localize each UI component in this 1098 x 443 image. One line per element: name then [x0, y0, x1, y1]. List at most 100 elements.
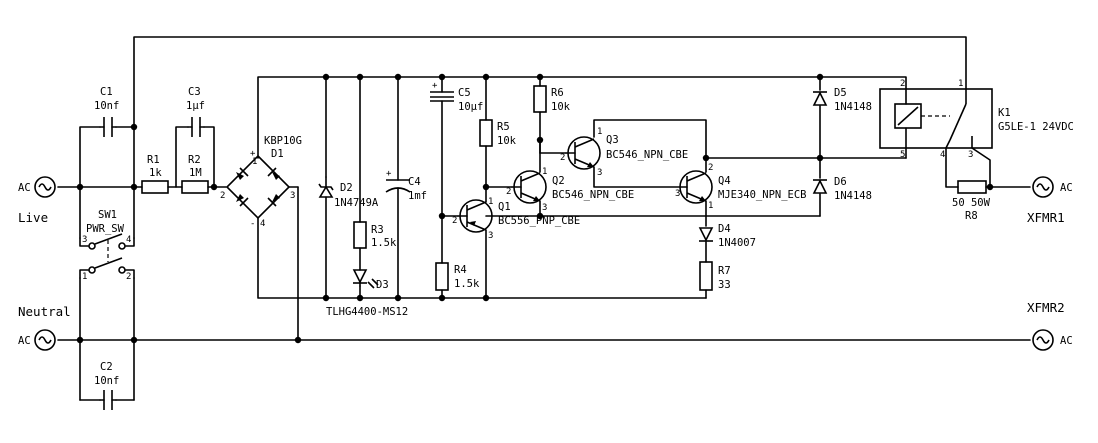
sw1-pin-1: 1 [82, 272, 87, 282]
led-d3: D3 TLHG4400-MS12 [326, 269, 408, 318]
r8-value: 50 50W [952, 197, 991, 209]
connector-xfmr1-label: AC [1060, 182, 1073, 194]
r6-ref: R6 [551, 87, 564, 99]
resistor-r2: R2 1M [181, 154, 209, 194]
q2-pin-3: 3 [542, 203, 547, 213]
c4-ref: C4 [408, 176, 421, 188]
junctions [76, 73, 994, 344]
diode-d4: D4 1N4007 [698, 223, 756, 249]
bridge-rectifier-d1: KBP10G D1 + 2 3 - 4 1 [220, 135, 302, 229]
net-label-live: Live [18, 210, 48, 225]
sw1-value: PWR_SW [86, 223, 125, 235]
d5-ref: D5 [834, 87, 847, 99]
transistor-q4: Q4 MJE340_NPN_ECB 1 2 3 [675, 163, 807, 211]
k1-pin-5: 5 [900, 150, 905, 160]
d2-value: 1N4749A [334, 197, 379, 209]
d1-pin-minus: - [250, 219, 255, 229]
r4-value: 1.5k [454, 278, 480, 290]
d1-pin-1: 1 [252, 157, 257, 167]
c5-ref: C5 [458, 87, 471, 99]
connector-live: AC [18, 176, 56, 198]
k1-pin-1: 1 [958, 79, 963, 89]
connector-xfmr1: AC [1032, 176, 1073, 198]
c4-plus: + [386, 169, 392, 179]
c1-ref: C1 [100, 86, 113, 98]
q2-pin-2: 2 [506, 187, 511, 197]
capacitor-c4: + C4 1mf [385, 169, 427, 202]
resistor-r1: R1 1k [141, 154, 169, 194]
diode-d6: D6 1N4148 [812, 176, 872, 202]
r5-ref: R5 [497, 121, 510, 133]
q4-pin-1: 1 [708, 201, 713, 211]
r7-ref: R7 [718, 265, 731, 277]
r7-value: 33 [718, 279, 731, 291]
q4-pin-3: 3 [675, 189, 680, 199]
r2-ref: R2 [188, 154, 201, 166]
transistor-q3: Q3 BC546_NPN_CBE 1 2 3 [560, 127, 688, 178]
d6-value: 1N4148 [834, 190, 872, 202]
k1-pin-4: 4 [940, 150, 945, 160]
q3-ref: Q3 [606, 134, 619, 146]
q4-pin-2: 2 [708, 163, 713, 173]
k1-value: G5LE-1 24VDC [998, 121, 1074, 133]
sw1-pin-3: 3 [82, 235, 87, 245]
k1-ref: K1 [998, 107, 1011, 119]
d2-ref: D2 [340, 182, 353, 194]
q1-pin-1: 1 [488, 197, 493, 207]
net-label-xfmr1: XFMR1 [1027, 210, 1065, 225]
k1-pin-2: 2 [900, 79, 905, 89]
r1-ref: R1 [147, 154, 160, 166]
q1-pin-2: 2 [452, 216, 457, 226]
q3-value: BC546_NPN_CBE [606, 149, 688, 161]
d1-ref: D1 [271, 148, 284, 160]
c1-value: 10nf [94, 100, 119, 112]
connector-neutral-label: AC [18, 335, 31, 347]
q2-pin-1: 1 [542, 167, 547, 177]
sw1-pin-2: 2 [126, 272, 131, 282]
connector-xfmr2: AC [1032, 329, 1073, 351]
sw1-ref: SW1 [98, 209, 117, 221]
r3-ref: R3 [371, 224, 384, 236]
d1-value: KBP10G [264, 135, 302, 147]
q3-pin-2: 2 [560, 153, 565, 163]
q1-ref: Q1 [498, 201, 511, 213]
capacitor-c3: C3 1µf [186, 86, 205, 137]
r8-ref: R8 [965, 210, 978, 222]
q3-pin-1: 1 [597, 127, 602, 137]
q4-value: MJE340_NPN_ECB [718, 189, 807, 201]
resistor-r4: R4 1.5k [435, 262, 480, 291]
c2-ref: C2 [100, 361, 113, 373]
r2-value: 1M [189, 167, 202, 179]
d1-pin-plus: + [250, 149, 256, 159]
r6-value: 10k [551, 101, 571, 113]
c4-value: 1mf [408, 190, 427, 202]
net-label-neutral: Neutral [18, 304, 71, 319]
c3-value: 1µf [186, 100, 205, 112]
connector-live-label: AC [18, 182, 31, 194]
d3-ref: D3 [376, 279, 389, 291]
d1-pin-4: 4 [260, 219, 265, 229]
wires [57, 36, 1031, 401]
d1-pin-3: 3 [290, 191, 295, 201]
d1-pin-2: 2 [220, 191, 225, 201]
sw1-pin-4: 4 [126, 235, 131, 245]
r1-value: 1k [149, 167, 162, 179]
resistor-r6: R6 10k [533, 85, 571, 113]
r4-ref: R4 [454, 264, 467, 276]
q1-value: BC556_PNP_CBE [498, 215, 580, 227]
q3-pin-3: 3 [597, 168, 602, 178]
transistor-q2: Q2 BC546_NPN_CBE 1 2 3 [506, 167, 634, 213]
c5-value: 10µf [458, 101, 483, 113]
zener-diode-d2: D2 1N4749A [318, 176, 379, 209]
connector-neutral: AC [18, 329, 56, 351]
d3-value: TLHG4400-MS12 [326, 306, 408, 318]
connector-xfmr2-label: AC [1060, 335, 1073, 347]
c3-ref: C3 [188, 86, 201, 98]
transistor-q1: Q1 BC556_PNP_CBE 1 2 3 [452, 197, 580, 241]
resistor-r7: R7 33 [699, 261, 731, 291]
resistor-r8: 50 50W R8 [952, 180, 991, 222]
net-label-xfmr2: XFMR2 [1027, 300, 1065, 315]
q4-ref: Q4 [718, 175, 731, 187]
